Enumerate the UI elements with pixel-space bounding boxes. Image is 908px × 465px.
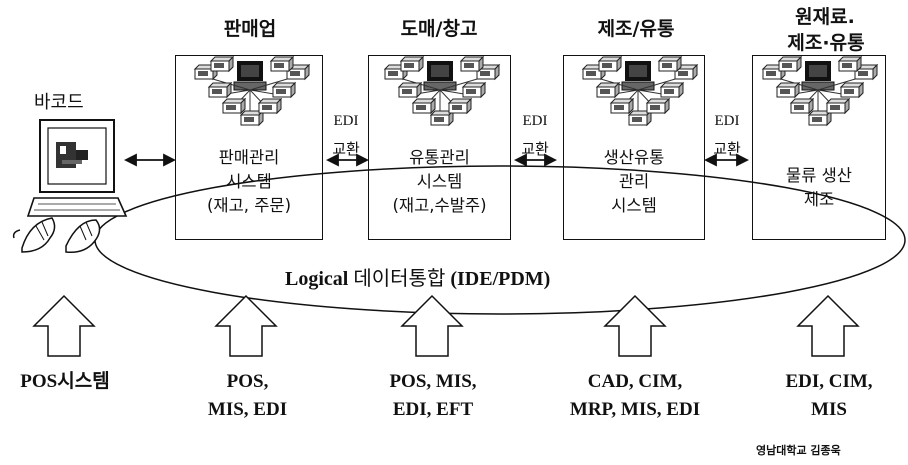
double-arrow-edi-1: [325, 153, 370, 167]
header-manufacturing: 제조/유통: [597, 18, 675, 40]
header-wholesale: 도매/창고: [400, 18, 478, 40]
up-arrow-retail: [215, 295, 277, 357]
exchange-text: 교환: [521, 140, 549, 158]
box-line: 시스템: [226, 172, 272, 191]
box-line: 관리: [618, 172, 650, 191]
system-line: EDI, EFT: [392, 399, 474, 420]
edi-label-3: EDI 교환: [704, 112, 750, 158]
system-line: POS시스템: [20, 371, 110, 392]
box-line: 시스템: [416, 172, 463, 191]
system-label-wholesale: POS, MIS, EDI, EFT: [368, 368, 498, 424]
system-line: POS,: [226, 371, 269, 392]
system-line: POS, MIS,: [389, 371, 477, 392]
double-arrow-edi-3: [703, 153, 750, 167]
up-arrow-manufacturing: [604, 295, 666, 357]
system-box-wholesale: 유통관리 시스템 (재고,수발주): [368, 55, 511, 240]
logical-suffix: (IDE/PDM): [450, 268, 551, 290]
system-box-raw-material: 물류 생산 제조: [752, 55, 886, 240]
box-line: (재고,수발주): [392, 196, 487, 215]
box-line: 생산유통: [603, 148, 665, 167]
barcode-terminal-icon: [12, 119, 128, 254]
box-line: 판매관리: [218, 148, 280, 167]
header-retail: 판매업: [223, 18, 277, 40]
system-line: MIS: [811, 399, 847, 420]
barcode-label: 바코드: [34, 92, 84, 113]
system-line: MIS, EDI: [207, 399, 288, 420]
box-line: 물류 생산: [786, 166, 852, 185]
double-arrow-edi-2: [513, 153, 558, 167]
double-arrow-barcode: [123, 153, 177, 167]
box-line: 제조: [803, 190, 835, 209]
logical-prefix: Logical: [285, 268, 349, 290]
header-raw-material-line1: 원재료.: [795, 6, 855, 28]
header-raw-material-line2: 제조·유통: [787, 32, 865, 54]
edi-text: EDI: [714, 113, 740, 129]
credit-text: 영남대학교 김종욱: [756, 444, 841, 457]
system-label-retail: POS, MIS, EDI: [190, 368, 305, 424]
up-arrow-wholesale: [401, 295, 463, 357]
box-line: (재고, 주문): [206, 196, 292, 215]
system-label-raw-material: EDI, CIM, MIS: [770, 368, 888, 424]
box-line: 시스템: [611, 196, 657, 215]
system-line: EDI, CIM,: [785, 371, 873, 392]
exchange-text: 교환: [713, 140, 741, 158]
edi-text: EDI: [333, 113, 359, 129]
system-label-manufacturing: CAD, CIM, MRP, MIS, EDI: [552, 368, 718, 424]
logical-integration-label: Logical 데이터통합 (IDE/PDM): [285, 262, 550, 291]
system-box-manufacturing: 생산유통 관리 시스템: [563, 55, 705, 240]
box-line: 유통관리: [409, 148, 470, 167]
edi-label-2: EDI 교환: [513, 112, 557, 158]
edi-label-1: EDI 교환: [324, 112, 368, 158]
up-arrow-pos: [33, 295, 95, 357]
exchange-text: 교환: [332, 140, 360, 158]
logical-korean: 데이터통합: [353, 266, 446, 290]
system-label-pos: POS시스템: [0, 368, 130, 396]
system-line: CAD, CIM,: [587, 371, 683, 392]
system-box-retail: 판매관리 시스템 (재고, 주문): [175, 55, 323, 240]
system-line: MRP, MIS, EDI: [569, 399, 701, 420]
edi-text: EDI: [522, 113, 548, 129]
up-arrow-raw-material: [797, 295, 859, 357]
